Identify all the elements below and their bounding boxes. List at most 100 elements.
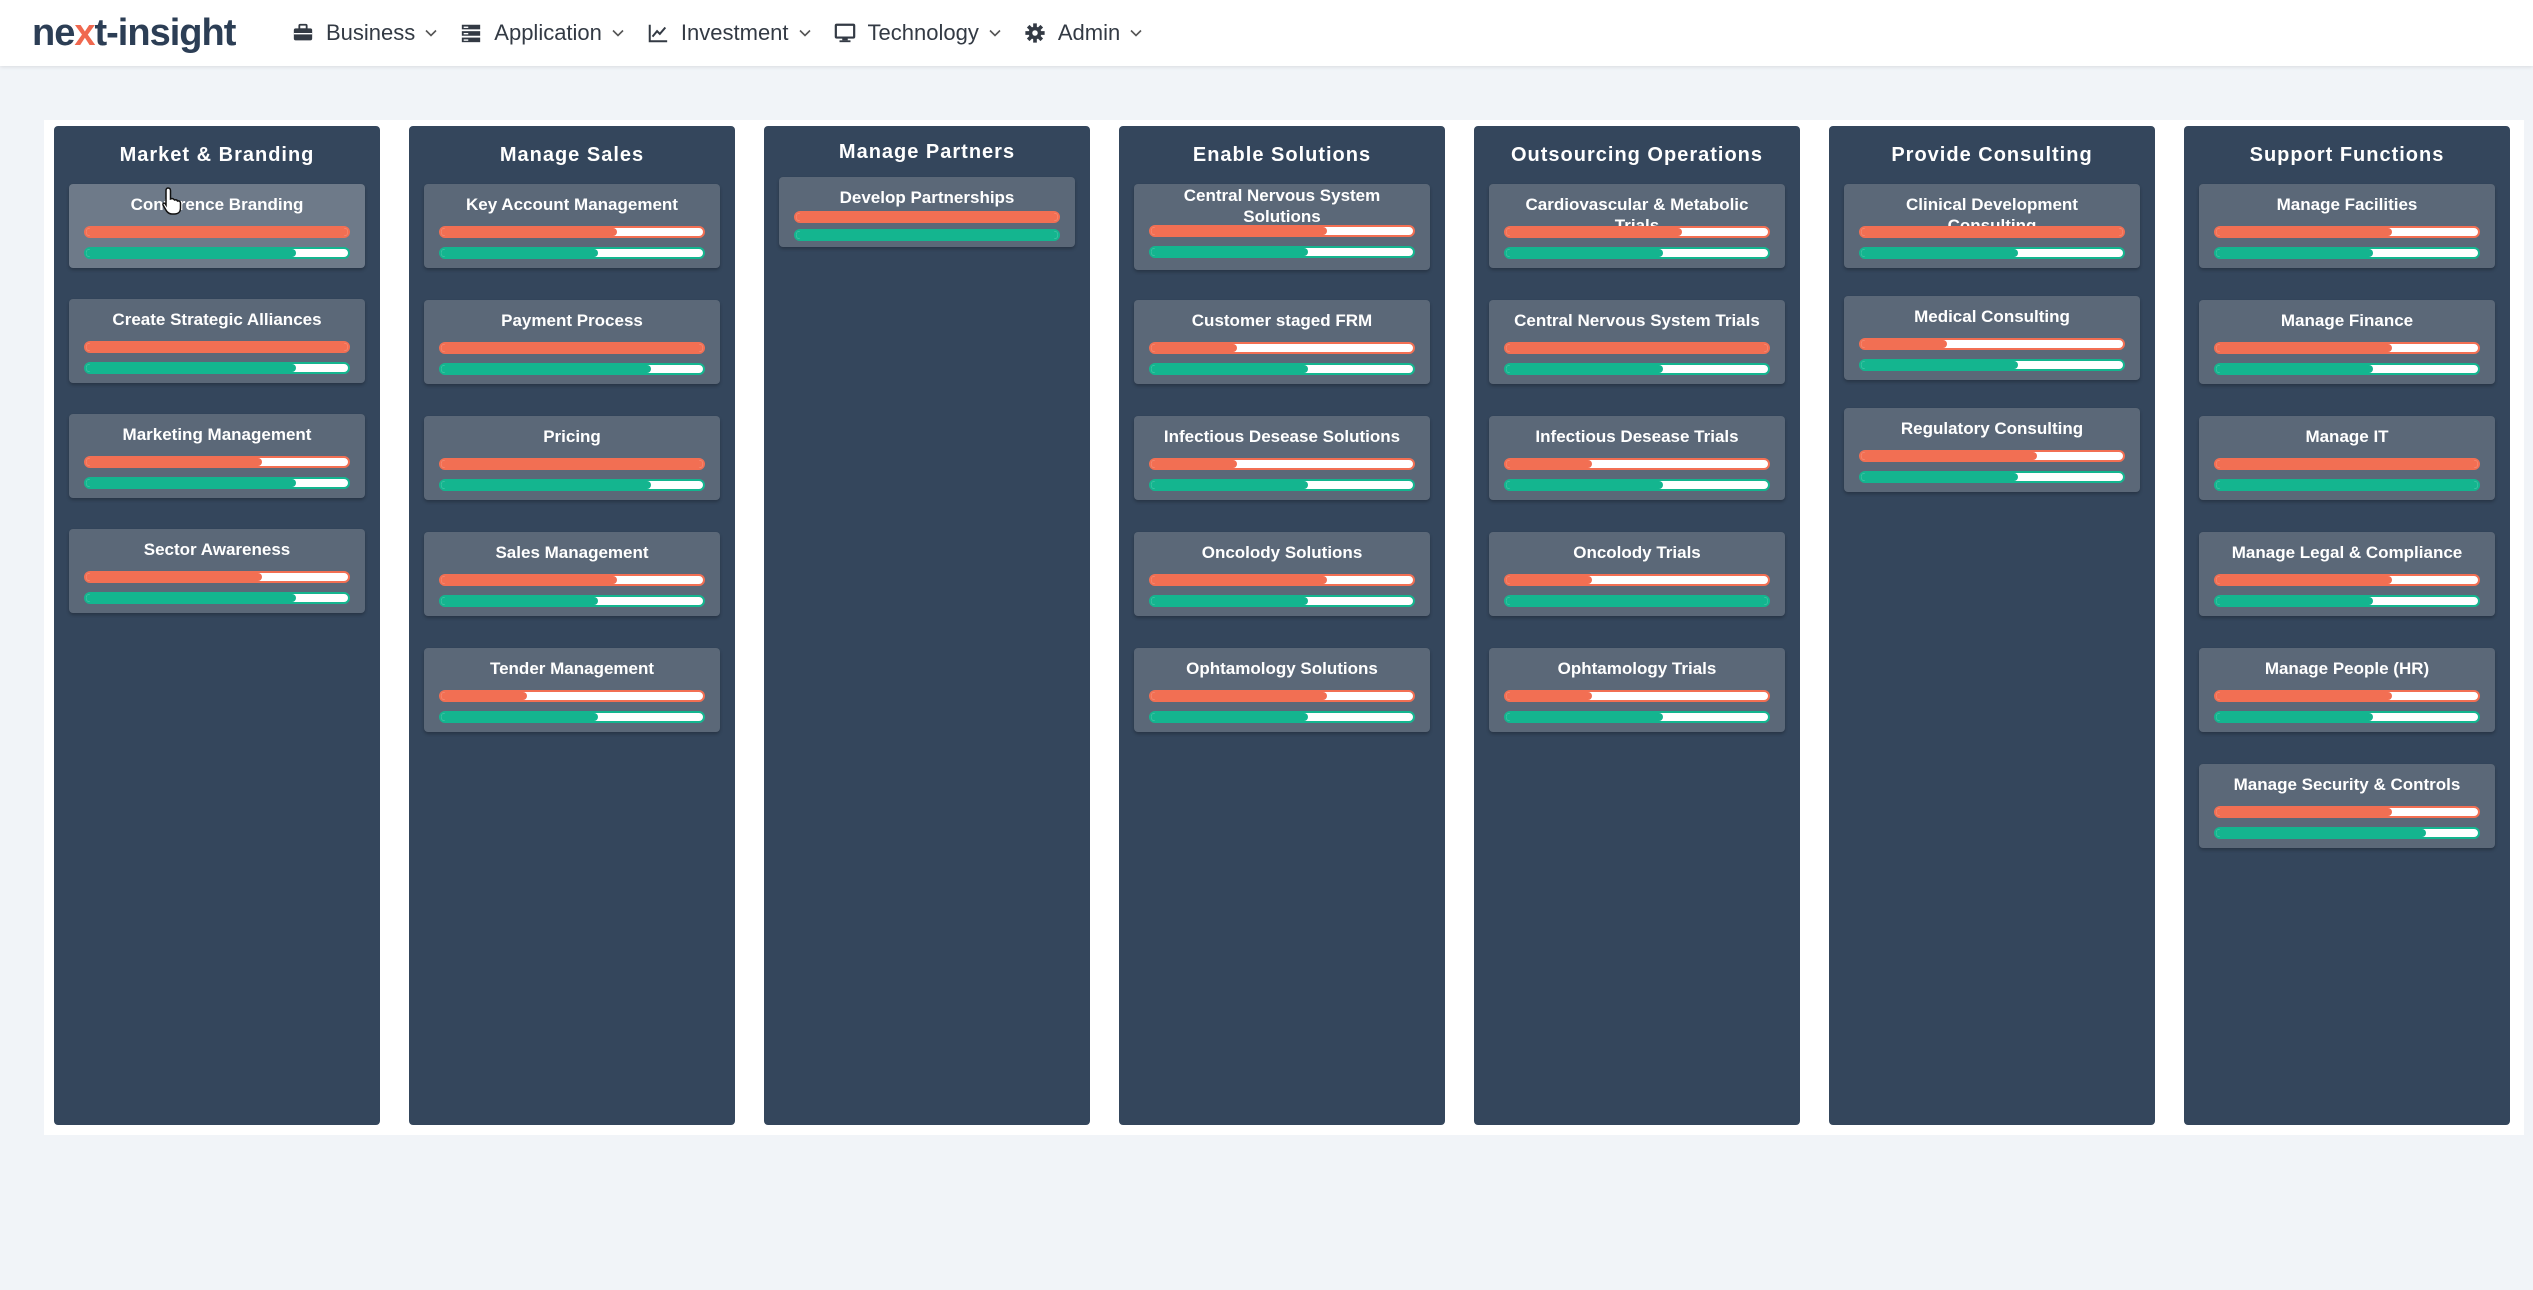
capability-card[interactable]: Central Nervous System Trials bbox=[1489, 300, 1785, 384]
capability-card-title: Manage Security & Controls bbox=[2233, 775, 2461, 794]
capability-card[interactable]: Sector Awareness bbox=[69, 529, 365, 613]
maturity-progress-bar bbox=[1859, 247, 2125, 259]
capability-card[interactable]: Infectious Desease Trials bbox=[1489, 416, 1785, 500]
maturity-progress-fill bbox=[86, 364, 296, 372]
maturity-progress-fill bbox=[1151, 481, 1309, 489]
maturity-progress-fill bbox=[441, 597, 599, 605]
risk-progress-bar bbox=[84, 456, 350, 468]
capability-card[interactable]: Infectious Desease Solutions bbox=[1134, 416, 1430, 500]
capability-card-title: Manage Legal & Compliance bbox=[2231, 543, 2463, 562]
app-logo[interactable]: next-insight bbox=[32, 8, 236, 58]
capability-card[interactable]: Central Nervous System Solutions bbox=[1134, 184, 1430, 270]
capability-card-title: Central Nervous System Solutions bbox=[1183, 186, 1381, 226]
capability-card[interactable]: Manage Finance bbox=[2199, 300, 2495, 384]
capability-card-title: Tender Management bbox=[489, 659, 655, 678]
capability-card[interactable]: Sales Management bbox=[424, 532, 720, 616]
risk-progress-fill bbox=[1506, 460, 1593, 468]
risk-progress-fill bbox=[441, 228, 617, 236]
nav-investment[interactable]: Investment bbox=[647, 20, 812, 46]
server-icon bbox=[462, 24, 481, 43]
capability-card[interactable]: Manage Facilities bbox=[2199, 184, 2495, 268]
monitor-icon bbox=[834, 23, 855, 43]
maturity-progress-bar bbox=[2214, 827, 2480, 839]
maturity-progress-fill bbox=[1151, 713, 1309, 721]
column-title: Manage Sales bbox=[499, 144, 645, 166]
maturity-progress-fill bbox=[1861, 473, 2019, 481]
risk-progress-fill bbox=[86, 458, 262, 466]
capability-card[interactable]: Customer staged FRM bbox=[1134, 300, 1430, 384]
maturity-progress-fill bbox=[2216, 713, 2374, 721]
capability-card[interactable]: Ophtamology Trials bbox=[1489, 648, 1785, 732]
mouse-cursor-icon bbox=[162, 187, 182, 215]
capability-card[interactable]: Cardiovascular & Metabolic Trials bbox=[1489, 184, 1785, 268]
capability-card[interactable]: Clinical Development Consulting bbox=[1844, 184, 2140, 268]
capability-card[interactable]: Manage Legal & Compliance bbox=[2199, 532, 2495, 616]
maturity-progress-bar bbox=[439, 363, 705, 375]
nav-investment-label: Investment bbox=[680, 20, 789, 45]
capability-card[interactable]: Conference Branding bbox=[69, 184, 365, 268]
nav-application[interactable]: Application bbox=[460, 20, 625, 46]
risk-progress-fill bbox=[1506, 576, 1593, 584]
top-navbar: next-insight Business Application Invest… bbox=[0, 0, 2533, 66]
nav-admin-label: Admin bbox=[1057, 20, 1121, 45]
capability-card-title: Medical Consulting bbox=[1914, 307, 2070, 326]
capability-card-title: Regulatory Consulting bbox=[1900, 419, 2084, 438]
risk-progress-bar bbox=[1504, 342, 1770, 354]
maturity-progress-fill bbox=[1861, 249, 2019, 257]
risk-progress-bar bbox=[1504, 574, 1770, 586]
capability-card-title: Manage IT bbox=[2305, 427, 2389, 446]
maturity-progress-bar bbox=[2214, 711, 2480, 723]
capability-card[interactable]: Oncolody Trials bbox=[1489, 532, 1785, 616]
briefcase-icon bbox=[293, 23, 313, 41]
risk-progress-fill bbox=[2216, 576, 2392, 584]
maturity-progress-bar bbox=[1504, 363, 1770, 375]
risk-progress-bar bbox=[1149, 458, 1415, 470]
maturity-progress-fill bbox=[86, 479, 296, 487]
capability-card[interactable]: Medical Consulting bbox=[1844, 296, 2140, 380]
maturity-progress-fill bbox=[441, 713, 599, 721]
chevron-down-icon bbox=[1130, 29, 1142, 37]
maturity-progress-fill bbox=[441, 249, 599, 257]
capability-card-title: Conference Branding bbox=[130, 195, 304, 214]
risk-progress-fill bbox=[1506, 692, 1593, 700]
risk-progress-fill bbox=[441, 692, 528, 700]
risk-progress-bar bbox=[1149, 690, 1415, 702]
nav-business[interactable]: Business bbox=[292, 20, 438, 46]
chevron-down-icon bbox=[612, 29, 624, 37]
capability-card-title: Manage Finance bbox=[2280, 311, 2414, 330]
risk-progress-bar bbox=[84, 341, 350, 353]
chevron-down-icon bbox=[798, 29, 811, 37]
capability-card[interactable]: Key Account Management bbox=[424, 184, 720, 268]
capability-card-title: Ophtamology Trials bbox=[1557, 659, 1717, 678]
capability-card[interactable]: Ophtamology Solutions bbox=[1134, 648, 1430, 732]
risk-progress-fill bbox=[2216, 460, 2478, 468]
capability-card[interactable]: Regulatory Consulting bbox=[1844, 408, 2140, 492]
capability-card[interactable]: Payment Process bbox=[424, 300, 720, 384]
capability-card-title: Payment Process bbox=[501, 311, 643, 330]
risk-progress-bar bbox=[794, 211, 1060, 223]
maturity-progress-fill bbox=[2216, 249, 2374, 257]
column-title: Enable Solutions bbox=[1192, 144, 1372, 166]
capability-card-title: Marketing Management bbox=[122, 425, 312, 444]
maturity-progress-bar bbox=[84, 477, 350, 489]
nav-technology[interactable]: Technology bbox=[834, 20, 1002, 46]
risk-progress-fill bbox=[2216, 344, 2392, 352]
capability-card[interactable]: Pricing bbox=[424, 416, 720, 500]
maturity-progress-fill bbox=[1861, 361, 2019, 369]
column-title: Manage Partners bbox=[838, 141, 1016, 163]
maturity-progress-fill bbox=[2216, 597, 2374, 605]
risk-progress-bar bbox=[2214, 806, 2480, 818]
capability-card[interactable]: Manage People (HR) bbox=[2199, 648, 2495, 732]
capability-card[interactable]: Tender Management bbox=[424, 648, 720, 732]
capability-card-title: Create Strategic Alliances bbox=[112, 310, 322, 329]
capability-card-title: Oncolody Trials bbox=[1573, 543, 1701, 562]
capability-card[interactable]: Develop Partnerships bbox=[779, 177, 1075, 247]
capability-card[interactable]: Manage IT bbox=[2199, 416, 2495, 500]
capability-card[interactable]: Manage Security & Controls bbox=[2199, 764, 2495, 848]
capability-card[interactable]: Oncolody Solutions bbox=[1134, 532, 1430, 616]
capability-card[interactable]: Create Strategic Alliances bbox=[69, 299, 365, 383]
capability-card[interactable]: Marketing Management bbox=[69, 414, 365, 498]
nav-admin[interactable]: Admin bbox=[1024, 20, 1143, 46]
